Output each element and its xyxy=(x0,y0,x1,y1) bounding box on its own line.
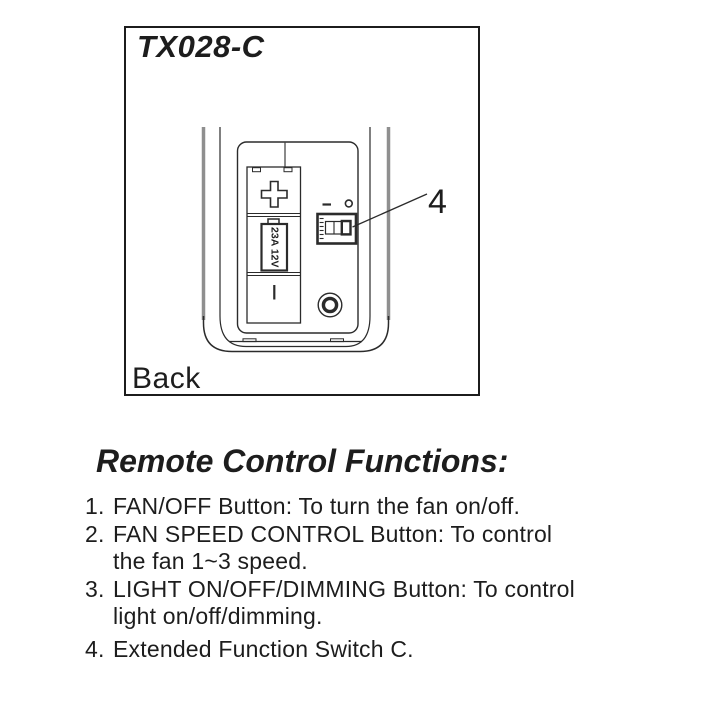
bottom-latch xyxy=(229,338,362,343)
remote-outline: 23A 12V xyxy=(201,127,447,353)
battery-compartment: 23A 12V xyxy=(246,166,302,324)
item-text: FAN SPEED CONTROL Button: To control xyxy=(113,520,553,547)
function-item-line: the fan 1~3 speed. xyxy=(85,548,665,576)
item-text: light on/off/dimming. xyxy=(113,603,323,629)
item-number xyxy=(85,548,113,576)
function-item-line: 2. FAN SPEED CONTROL Button: To control xyxy=(85,521,665,549)
switch-serrations xyxy=(319,217,324,240)
screw-button xyxy=(317,292,343,318)
function-item-line: 4. Extended Function Switch C. xyxy=(85,636,665,664)
item-number: 4. xyxy=(85,635,105,662)
item-text: LIGHT ON/OFF/DIMMING Button: To control xyxy=(113,575,575,602)
plus-terminal-icon xyxy=(260,180,288,208)
item-text: Extended Function Switch C. xyxy=(113,635,414,662)
remote-back-diagram: 23A 12V xyxy=(201,127,447,353)
switch-knob xyxy=(340,219,352,236)
callout-leader-line xyxy=(352,193,428,228)
battery-label: 23A 12V xyxy=(268,227,280,267)
item-text: FAN/OFF Button: To turn the fan on/off. xyxy=(113,493,521,519)
function-item-line: 3. LIGHT ON/OFF/DIMMING Button: To contr… xyxy=(85,576,665,604)
functions-list: 1. FAN/OFF Button: To turn the fan on/of… xyxy=(85,493,665,663)
function-item-line: light on/off/dimming. xyxy=(85,603,665,631)
diagram-frame xyxy=(124,26,480,396)
back-view-label: Back xyxy=(132,362,201,395)
item-text: the fan 1~3 speed. xyxy=(113,548,308,574)
model-title: TX028-C xyxy=(137,29,265,64)
battery-cover xyxy=(236,141,359,334)
switch-off-mark xyxy=(344,199,353,208)
item-number xyxy=(85,603,113,631)
extended-function-switch xyxy=(316,199,358,245)
functions-heading: Remote Control Functions: xyxy=(96,443,509,479)
item-number: 1. xyxy=(85,493,105,519)
item-number: 2. xyxy=(85,520,105,547)
callout-number: 4 xyxy=(428,183,447,221)
item-number: 3. xyxy=(85,575,105,602)
battery-cell: 23A 12V xyxy=(260,218,289,272)
function-item-line: 1. FAN/OFF Button: To turn the fan on/of… xyxy=(85,493,665,521)
switch-track xyxy=(324,220,352,235)
